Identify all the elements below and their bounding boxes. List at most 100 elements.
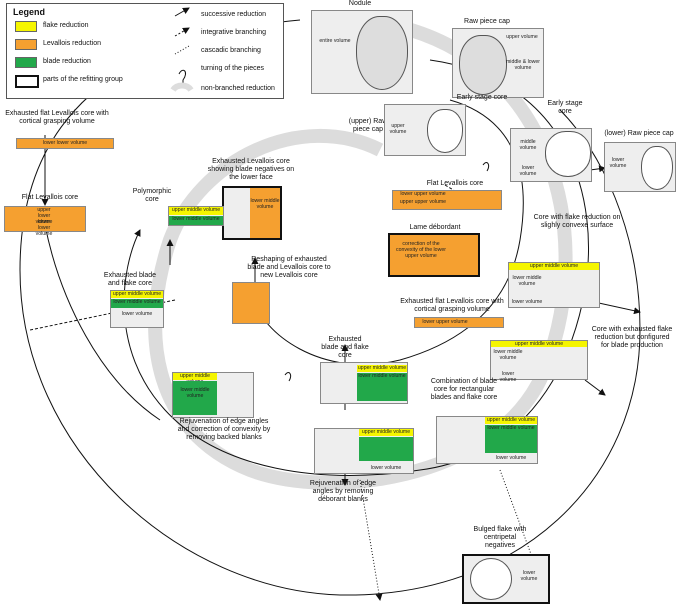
- rejuv-deb-blade: [359, 437, 413, 461]
- combination-card: upper middle volume lower middle volume …: [436, 416, 538, 464]
- raw-cap-title: Raw piece cap: [464, 18, 510, 25]
- exh-blade-flake-mid-card: upper middle volume lower middle volume: [320, 362, 408, 404]
- arrow-cap-lower: [589, 165, 606, 173]
- reshaping-card: [232, 282, 270, 324]
- polymorphic-card: upper middle volume lower middle volume: [168, 206, 224, 226]
- exh-flat-lev-left-vol: lower lower volume: [42, 140, 88, 146]
- exh-flat-lev-cortical-title: Exhausted flat Levallois core with corti…: [400, 298, 504, 313]
- legend-label: flake reduction: [43, 22, 89, 29]
- turn-loop-icon: [284, 372, 292, 382]
- arrow-right-2: [584, 379, 606, 396]
- early-core-b-title: Early stage core: [547, 100, 583, 115]
- legend-label: Levallois reduction: [43, 40, 101, 47]
- exh-lev-blade-neg-title: Exhausted Levallois core showing blade n…: [207, 158, 295, 181]
- upper-raw-cap-vol: upper volume: [389, 123, 407, 135]
- legend-label: non-branched reduction: [201, 85, 275, 92]
- exh-flake-blade-vol2: lower middle volume: [493, 349, 523, 361]
- rejuv-backed-title: Rejuvenation of edge angles and correcti…: [177, 418, 271, 441]
- lower-raw-cap-vol: lower volume: [609, 157, 627, 169]
- rejuv-deb-vol2: lower volume: [370, 465, 402, 471]
- exh-blade-flake-left-title: Exhausted blade and flake core: [103, 272, 157, 287]
- bulged-core: [470, 558, 512, 600]
- early-core-b-vol2: lower volume: [519, 165, 537, 177]
- upper-raw-cap-core: [427, 109, 463, 153]
- left-down-arc: [44, 224, 161, 421]
- nodule-volume: entire volume: [319, 38, 351, 44]
- combination-vol2: lower middle volume: [485, 425, 537, 453]
- flake-slight-vol1: upper middle volume: [509, 263, 599, 270]
- legend-label: successive reduction: [201, 11, 266, 18]
- flat-lev-left-vol3: lower: [37, 219, 51, 225]
- turn-loop-icon: [482, 162, 490, 172]
- rejuv-deb-vol1: upper middle volume: [359, 429, 413, 436]
- rejuv-deb-card: upper middle volume lower volume: [314, 428, 414, 474]
- combination-title: Combination of blade core for rectangula…: [430, 378, 498, 401]
- flat-lev-vol1: lower upper volume: [400, 191, 446, 197]
- legend-label: integrative branching: [201, 29, 266, 36]
- dotted-arrow-icon: [174, 45, 190, 55]
- flat-lev-vol2: upper upper volume: [399, 199, 447, 205]
- early-core-b-core: [545, 131, 591, 177]
- exh-blade-flake-left-vol2: lower middle volume: [111, 299, 163, 308]
- legend-icons: [170, 7, 194, 92]
- lame-card: correction of the convexity of the lower…: [388, 233, 480, 277]
- exh-blade-flake-mid-title: Exhausted blade and flake core: [321, 336, 369, 359]
- polymorphic-vol1: upper middle volume: [169, 207, 223, 215]
- legend-title: Legend: [13, 7, 46, 17]
- exh-flake-blade-title: Core with exhausted flake reduction but …: [591, 326, 673, 349]
- legend-label: blade reduction: [43, 58, 91, 65]
- flake-slight-vol2: lower middle volume: [512, 275, 542, 287]
- bulged-title: Bulged flake with centripetal negatives: [473, 526, 527, 549]
- exh-flake-blade-card: upper middle volume lower middle volume …: [490, 340, 588, 383]
- lame-body: correction of the convexity of the lower…: [396, 241, 446, 259]
- exh-lev-blade-neg-card: lower middle volume: [222, 186, 282, 240]
- bulged-card: lower volume: [462, 554, 550, 604]
- rejuv-backed-vol2: lower middle volume: [173, 381, 217, 415]
- early-core-b-vol1: middle volume: [519, 139, 537, 151]
- legend-swatch-blade: [15, 57, 37, 68]
- exh-blade-flake-left-vol1: upper middle volume: [111, 291, 163, 298]
- legend-label: parts of the refitting group: [43, 76, 123, 83]
- exh-blade-flake-mid-vol1: upper middle volume: [357, 365, 407, 372]
- upper-raw-cap-card: upper volume: [384, 104, 466, 156]
- raw-cap-core: [459, 35, 507, 95]
- lame-title: Lame débordant: [409, 224, 461, 231]
- raw-cap-middle: middle & lower volume: [505, 59, 541, 71]
- exh-flake-blade-vol3: lower volume: [499, 371, 517, 383]
- early-core-b-card: middle volume lower volume: [510, 128, 592, 182]
- grey-band-icon: [170, 82, 194, 92]
- flat-lev-card: lower upper volume upper upper volume: [392, 190, 502, 210]
- lower-raw-cap-title: (lower) Raw piece cap: [604, 130, 674, 137]
- bulged-vol: lower volume: [520, 570, 538, 582]
- early-core-a-title: Early stage core: [456, 94, 508, 101]
- exh-blade-flake-left-vol3: lower volume: [121, 311, 153, 317]
- legend-label: cascadic branching: [201, 47, 261, 54]
- flat-lev-left-title: Flat Levallois core: [21, 194, 79, 201]
- solid-arrow-icon: [174, 7, 190, 17]
- exh-lev-blade-neg-vol: lower middle volume: [250, 188, 280, 238]
- flake-slight-vol3: lower volume: [511, 299, 543, 305]
- flat-lev-left-vol2: lower volume: [35, 213, 53, 225]
- exh-blade-flake-mid-vol2: lower middle volume: [357, 373, 407, 401]
- lower-raw-cap-core: [641, 146, 673, 190]
- legend-swatch-flake: [15, 21, 37, 32]
- flat-lev-left-vol4: lower volume: [35, 225, 53, 237]
- flake-slight-title: Core with flake reduction on slighly con…: [533, 214, 621, 229]
- exh-flat-lev-cortical-card: lower upper volume: [414, 317, 504, 328]
- legend-label: turning of the pieces: [201, 65, 265, 72]
- raw-cap-upper: upper volume: [506, 34, 538, 40]
- exh-flat-lev-cortical-vol: lower upper volume: [422, 319, 468, 325]
- rejuv-deb-title: Rejuvenation of edge angles by removing …: [309, 480, 377, 503]
- polymorphic-title: Polymorphic core: [132, 188, 172, 203]
- polymorphic-vol2: lower middle volume: [169, 216, 223, 225]
- rejuv-backed-vol1: upper middle volume: [173, 373, 217, 385]
- exh-blade-flake-left-card: upper middle volume lower middle volume …: [110, 290, 164, 328]
- nodule-title: Nodule: [348, 0, 372, 7]
- flat-lev-title: Flat Levallois core: [426, 180, 484, 187]
- lower-raw-cap-card: lower volume: [604, 142, 676, 192]
- legend: Legend flake reduction Levallois reducti…: [6, 3, 284, 99]
- non-branched-band: [148, 13, 573, 490]
- nodule-core: [356, 16, 408, 90]
- reshaping-title: Reshaping of exhausted blade and Levallo…: [247, 256, 331, 279]
- nodule-card: entire volume: [311, 10, 413, 94]
